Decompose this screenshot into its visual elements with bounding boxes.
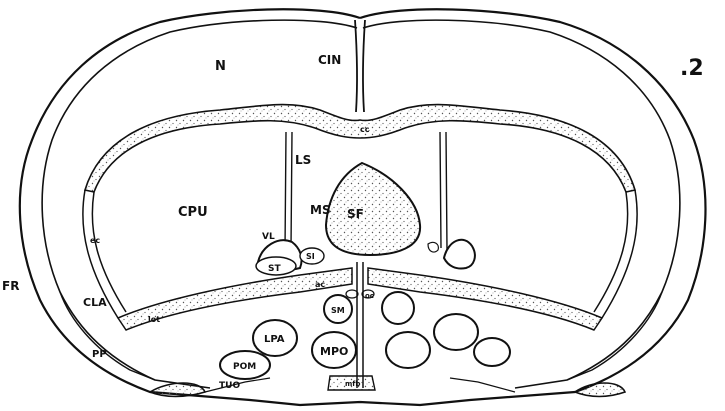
label-VL: VL (262, 232, 275, 242)
right-external-capsule (594, 190, 637, 318)
medial-preoptic-nucleus-right (386, 332, 430, 368)
right-piriform-line (567, 292, 662, 380)
right-septal-line (440, 132, 447, 250)
label-CLA: CLA (83, 296, 107, 309)
right-olfactory-tract (575, 383, 625, 397)
right-preoptic-area (434, 314, 478, 350)
label-ac: ac (315, 280, 325, 289)
right-magnocellular-nucleus (474, 338, 510, 366)
label-LS: LS (295, 153, 311, 167)
small-lateral-structure (428, 242, 438, 252)
third-ventricle (357, 262, 363, 388)
right-lateral-ventricle-blob (444, 240, 475, 269)
label-SM: SM (331, 306, 345, 315)
left-olfactory-tract (150, 383, 205, 397)
label-ST: ST (268, 264, 281, 274)
label-FR: FR (2, 279, 19, 293)
figure-number: .2 (680, 56, 704, 81)
sm-nucleus-right (382, 292, 414, 324)
label-ec: ec (90, 236, 100, 245)
label-SI: SI (306, 252, 315, 261)
oc-structure-left (346, 290, 358, 298)
label-lot: lot (148, 315, 160, 324)
label-CPU: CPU (178, 205, 208, 220)
label-CIN: CIN (318, 53, 341, 67)
midline-fissure (355, 20, 365, 112)
label-MS: MS (310, 203, 331, 217)
label-oc: oc (365, 292, 374, 300)
label-POM: POM (233, 362, 256, 372)
septofimbrial-nucleus (326, 163, 420, 255)
label-cc: cc (360, 125, 370, 134)
label-mfb: mfb (345, 380, 360, 388)
label-SF: SF (347, 207, 364, 221)
left-septal-line (285, 132, 292, 250)
label-MPO: MPO (320, 345, 348, 358)
label-TUO: TUO (219, 381, 240, 391)
label-LPA: LPA (264, 334, 285, 345)
label-N: N (215, 59, 226, 74)
left-piriform-line (60, 292, 155, 380)
label-PP: PP (92, 349, 107, 360)
